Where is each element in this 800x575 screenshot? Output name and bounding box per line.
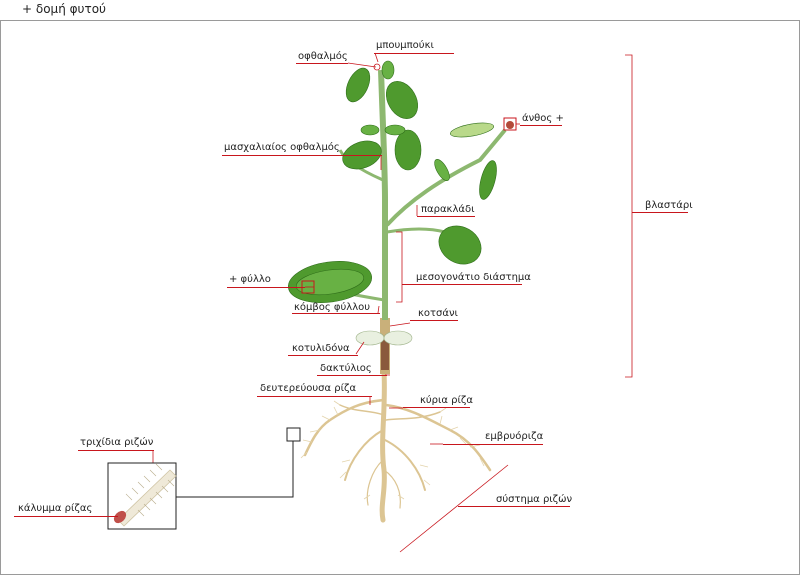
underline-mpoumpouki [374,53,454,54]
underline-deutereuousa [257,396,372,397]
leader-lines [116,52,633,553]
label-embryoriza: εμβρυόριζα [485,431,544,442]
label-mesogonatio: μεσογονάτιο διάστημα [416,272,531,283]
underline-kyria [403,407,470,408]
underline-mesogonatio [402,284,522,285]
underline-vlastari [632,212,688,213]
label-ofthalmos: οφθαλμός [298,51,348,62]
underline-ofthalmos [296,63,348,64]
page-title[interactable]: + δομή φυτού [22,2,106,16]
label-kyria: κύρια ρίζα [420,395,473,406]
underline-paraklad [417,216,475,217]
underline-masxaliaios [222,155,382,156]
label-mpoumpouki: μπουμπούκι [376,40,434,51]
label-paraklad: παρακλάδι [421,204,475,215]
underline-kotsani [410,320,458,321]
underline-kalymma [14,516,118,517]
label-kotsani: κοτσάνι [418,308,458,319]
root-tip-inset [107,427,301,530]
label-vlastari: βλαστάρι [645,200,693,211]
root-hairs [300,400,485,500]
root-system [303,369,492,523]
label-trixidia: τριχίδια ριζών [80,437,154,448]
label-deutereuousa: δευτερεύουσα ρίζα [260,383,357,394]
underline-fyllo [227,287,305,288]
label-kotylidona: κοτυλιδόνα [292,343,350,354]
underline-anthos [520,125,562,126]
label-kalymma: κάλυμμα ρίζας [18,503,93,514]
underline-trixidia [78,450,154,451]
underline-kotylidona [288,355,358,356]
underline-daktylios [317,375,387,376]
underline-kombos [292,313,380,314]
underline-embryoriza [443,444,543,445]
title-bar: + δομή φυτού [0,0,800,21]
flower [506,121,514,129]
label-masxaliaios: μασχαλιαίος οφθαλμός [224,142,340,153]
label-fyllo[interactable]: + φύλλο [229,274,271,285]
underline-systima [458,506,570,507]
cotyledon-right [383,330,413,346]
label-kombos: κόμβος φύλλου [294,302,371,313]
cotyledon-left [355,330,385,346]
label-systima: σύστημα ριζών [496,494,573,505]
label-anthos[interactable]: άνθος + [522,113,564,124]
label-daktylios: δακτύλιος [320,363,372,374]
branch [385,128,507,227]
main-stem [378,69,388,320]
leaves [288,60,497,303]
